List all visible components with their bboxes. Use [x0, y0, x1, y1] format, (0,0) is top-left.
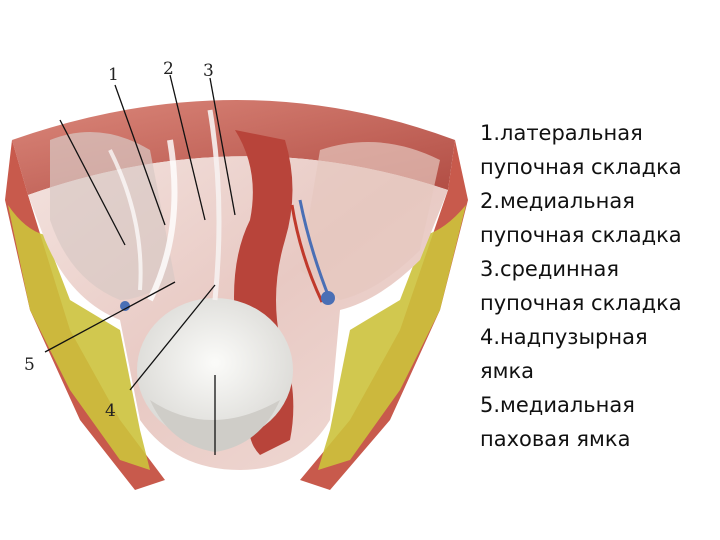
median-umbilical-fold: [207, 109, 222, 301]
legend-line-2: пупочная складка: [480, 155, 682, 179]
leader-line-2: [169, 74, 206, 221]
left-fold-shade: [50, 132, 175, 300]
legend-line-4: пупочная складка: [480, 223, 682, 247]
legend-line-8: ямка: [480, 359, 535, 383]
legend: 1.латеральная пупочная складка 2.медиаль…: [480, 116, 716, 456]
callout-label-2: 2: [163, 59, 174, 79]
leader-line-1b: [59, 119, 126, 246]
callout-label-3: 3: [203, 61, 214, 81]
legend-line-1: 1.латеральная: [480, 121, 643, 145]
blue-vessel-right: [298, 199, 332, 301]
callout-label-4: 4: [105, 401, 116, 421]
callout-lines: [44, 74, 236, 455]
legend-line-3: 2.медиальная: [480, 189, 635, 213]
anatomy-illustration: 1 2 3 4 5: [5, 59, 468, 490]
vessel-stub-right: [321, 291, 335, 305]
leader-line-1a: [114, 84, 166, 226]
callout-label-5: 5: [24, 355, 35, 375]
abdominal-wall-muscle: [12, 100, 455, 195]
leader-line-3: [209, 77, 236, 216]
vessel-stub-left: [120, 301, 130, 311]
legend-line-10: паховая ямка: [480, 427, 631, 451]
callout-label-1: 1: [108, 65, 119, 85]
right-fat-layer: [318, 205, 466, 470]
legend-line-6: пупочная складка: [480, 291, 682, 315]
lateral-umbilical-fold: [108, 149, 143, 291]
red-vessel-right: [290, 204, 324, 303]
leader-line-5: [44, 281, 176, 353]
legend-line-7: 4.надпузырная: [480, 325, 648, 349]
right-fold-shade: [300, 142, 440, 300]
legend-line-5: 3.срединная: [480, 257, 619, 281]
legend-line-9: 5.медиальная: [480, 393, 635, 417]
medial-umbilical-fold: [147, 139, 178, 302]
left-fat-layer: [8, 205, 150, 470]
leader-line-4a: [129, 284, 216, 391]
